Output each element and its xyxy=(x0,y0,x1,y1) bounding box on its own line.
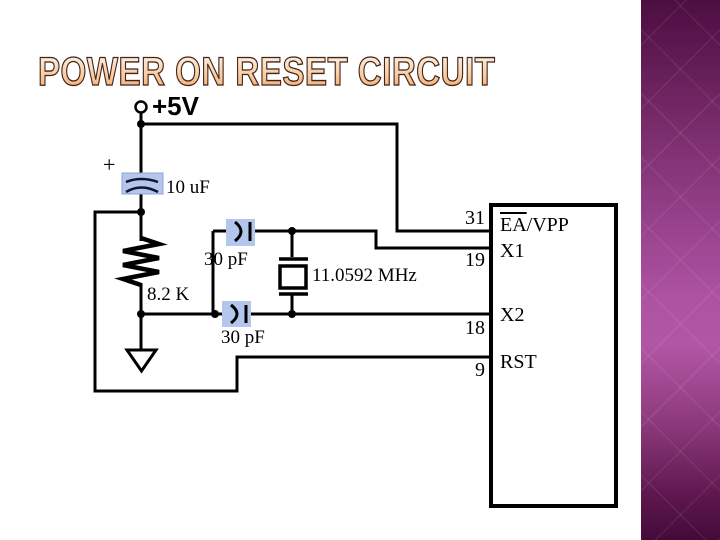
resistor-label: 8.2 K xyxy=(147,284,190,305)
junction-dot xyxy=(137,310,145,318)
capacitor-10uf-plate-bottom xyxy=(125,186,159,194)
junction-dot xyxy=(211,310,219,318)
pin-label-x2: X2 xyxy=(500,304,525,326)
capacitor-10uf-label: 10 uF xyxy=(166,177,210,198)
capacitor-30pf-bottom-label: 30 pF xyxy=(221,327,265,348)
pin-number-19: 19 xyxy=(465,249,485,271)
capacitor-30pf-top-curved-plate xyxy=(234,220,243,243)
supply-voltage-label: +5V xyxy=(152,91,199,121)
junction-dot xyxy=(137,120,145,128)
junction-dot xyxy=(288,310,296,318)
wire-vcc-to-ea xyxy=(141,122,491,233)
capacitor-polarity-mark: + xyxy=(103,152,116,177)
crystal-body xyxy=(278,264,308,290)
decorative-band xyxy=(641,0,720,540)
junction-dot xyxy=(288,227,296,235)
pin-label-vpp-rest: /VPP xyxy=(526,214,569,236)
wire-x1 xyxy=(250,229,491,250)
wire-rst-route xyxy=(93,210,491,393)
resistor-symbol xyxy=(114,235,168,288)
capacitor-10uf-plate-top xyxy=(125,177,159,184)
pin-label-rst: RST xyxy=(500,351,537,373)
pin-label-ea-overline: EA xyxy=(500,214,527,236)
ground-symbol xyxy=(124,348,159,374)
junction-dot xyxy=(137,208,145,216)
supply-terminal-icon xyxy=(134,100,148,114)
slide-title: POWER ON RESET CIRCUIT xyxy=(37,49,496,94)
capacitor-30pf-top-label: 30 pF xyxy=(204,249,248,270)
pin-label-x1: X1 xyxy=(500,240,525,262)
chip-outline xyxy=(489,203,618,508)
crystal-label: 11.0592 MHz xyxy=(312,265,417,286)
pin-number-18: 18 xyxy=(465,317,485,339)
pin-label-ea-vpp: EA/VPP xyxy=(500,214,569,237)
pin-number-9: 9 xyxy=(475,359,485,381)
capacitor-30pf-bottom-curved-plate xyxy=(230,303,239,325)
pin-number-31: 31 xyxy=(465,207,485,229)
